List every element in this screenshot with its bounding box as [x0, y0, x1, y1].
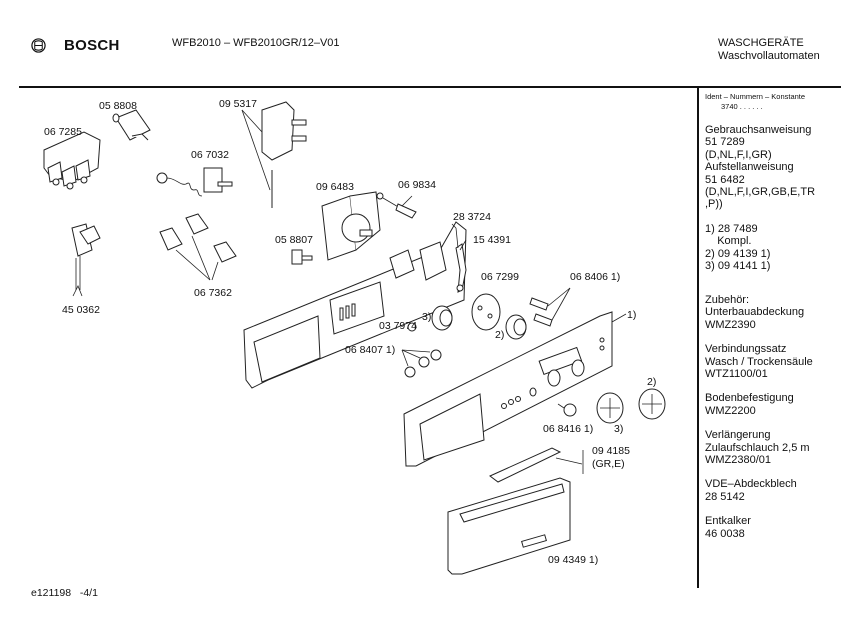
part-label: 03 7974: [379, 320, 417, 332]
accessory-group: Zubehör: Unterbauabdeckung WMZ2390: [705, 294, 813, 331]
push-switches-drawing: [159, 213, 237, 281]
pressure-switch-drawing: [241, 101, 307, 208]
accessory-line: WTZ1100/01: [705, 368, 768, 381]
ident-value: 3740 . . . . . .: [721, 102, 763, 111]
part-label: 05 8807: [275, 234, 313, 246]
exploded-diagram: [43, 101, 666, 575]
spindles-drawing: [529, 287, 571, 327]
thermostat-drawing: [156, 167, 233, 197]
part-label: 06 7032: [191, 149, 229, 161]
note-line: 3) 09 4141 1): [705, 260, 771, 273]
accessory-line: Verlängerung: [705, 429, 771, 442]
accessory-line: Unterbauabdeckung: [705, 306, 805, 319]
ident-header: Ident – Nummern – Konstante: [705, 92, 806, 101]
part-label: 45 0362: [62, 304, 100, 316]
part-label: 06 8406 1): [570, 271, 621, 283]
reference-label: 1): [627, 309, 637, 321]
reference-label: 3): [422, 311, 432, 323]
accessory-group: Bodenbefestigung WMZ2200: [705, 392, 813, 417]
part-label: 06 8416 1): [543, 423, 594, 435]
front-fascia-drawing: [403, 311, 627, 467]
part-label: 06 7362: [194, 287, 232, 299]
part-label: 06 7299: [481, 271, 519, 283]
note-line: 1) 28 7489: [705, 222, 758, 235]
sensor-drawing: [376, 192, 417, 219]
accessory-line: Verbindungssatz: [705, 343, 787, 356]
coding-disk-drawing: [471, 293, 501, 331]
part-label: 06 9834: [398, 179, 436, 191]
accessory-line: Entkalker: [705, 515, 751, 528]
part-label: 09 4185: [592, 445, 630, 457]
part-label: 05 8808: [99, 100, 137, 112]
document-id: e121198 -4/1: [31, 587, 98, 599]
note-line: 2) 09 4139 1): [705, 247, 771, 260]
accessory-line: Zubehör:: [705, 294, 750, 306]
knob-ring-3-drawing: [431, 305, 453, 331]
programme-timer-drawing: [321, 191, 381, 261]
capacitor-drawing: [112, 109, 151, 141]
sidebar: Ident – Nummern – Konstante 3740 . . . .…: [705, 92, 815, 272]
doc-line: Aufstellanweisung: [705, 161, 794, 174]
category-title: WASCHGERÄTE: [718, 37, 804, 49]
sidebar-divider: [697, 88, 699, 588]
power-plug-drawing: [71, 223, 101, 297]
model-number: WFB2010 – WFB2010GR/12–V01: [172, 37, 340, 49]
doc-line: ,P)): [705, 198, 723, 211]
accessory-line: Bodenbefestigung: [705, 392, 794, 405]
doc-line: (D,NL,F,I,GR,GB,E,TR: [705, 186, 816, 199]
doc-line: 51 6482: [705, 173, 745, 186]
part-label: (GR,E): [592, 458, 625, 470]
note-line: Kompl.: [705, 235, 752, 248]
cover-strip-drawing: [489, 447, 584, 483]
accessory-line: WMZ2200: [705, 404, 756, 417]
accessory-group: VDE–Abdeckblech 28 5142: [705, 478, 813, 503]
reference-label: 2): [647, 376, 657, 388]
accessory-line: 46 0038: [705, 527, 745, 540]
small-knob-drawing: [557, 403, 577, 417]
accessory-line: 28 5142: [705, 490, 745, 503]
accessory-line: WMZ2380/01: [705, 454, 772, 467]
rotary-knob-3-drawing: [596, 392, 624, 424]
part-label: 09 5317: [219, 98, 257, 110]
doc-line: Gebrauchsanweisung: [705, 124, 812, 136]
doc-line: (D,NL,F,I,GR): [705, 148, 772, 161]
part-label: 06 8407 1): [345, 344, 396, 356]
detergent-drawer-drawing: [447, 477, 571, 575]
lever-clip-drawing: [451, 223, 467, 293]
part-label: 06 7285: [44, 126, 82, 138]
panel-frame-drawing: [243, 221, 467, 389]
reference-label: 2): [495, 329, 505, 341]
part-label: 09 4349 1): [548, 554, 599, 566]
subcategory-title: Waschvollautomaten: [718, 50, 820, 62]
bosch-logo-icon: [31, 38, 46, 53]
accessory-group: Entkalker 46 0038: [705, 515, 813, 540]
doc-line: 51 7289: [705, 136, 745, 149]
accessory-group: Verlängerung Zulaufschlauch 2,5 m WMZ238…: [705, 429, 813, 466]
terminal-block-drawing: [43, 131, 101, 190]
accessories: Zubehör: Unterbauabdeckung WMZ2390 Verbi…: [705, 294, 813, 540]
header-divider: [19, 86, 841, 88]
rotary-knob-2-drawing: [638, 388, 666, 420]
reference-label: 3): [614, 423, 624, 435]
accessory-group: Verbindungssatz Wasch / Trockensäule WTZ…: [705, 343, 813, 380]
accessory-line: WMZ2390: [705, 318, 756, 331]
part-label: 09 6483: [316, 181, 354, 193]
accessory-line: VDE–Abdeckblech: [705, 478, 797, 491]
accessory-line: Zulaufschlauch 2,5 m: [705, 441, 810, 454]
push-buttons-drawing: [401, 349, 442, 378]
knob-ring-2-drawing: [505, 314, 527, 340]
potentiometer-drawing: [291, 249, 313, 265]
part-label: 15 4391: [473, 234, 511, 246]
part-label: 28 3724: [453, 211, 491, 223]
brand-name: BOSCH: [64, 37, 120, 54]
accessory-line: Wasch / Trockensäule: [705, 355, 813, 368]
nut-drawing: [407, 322, 417, 332]
